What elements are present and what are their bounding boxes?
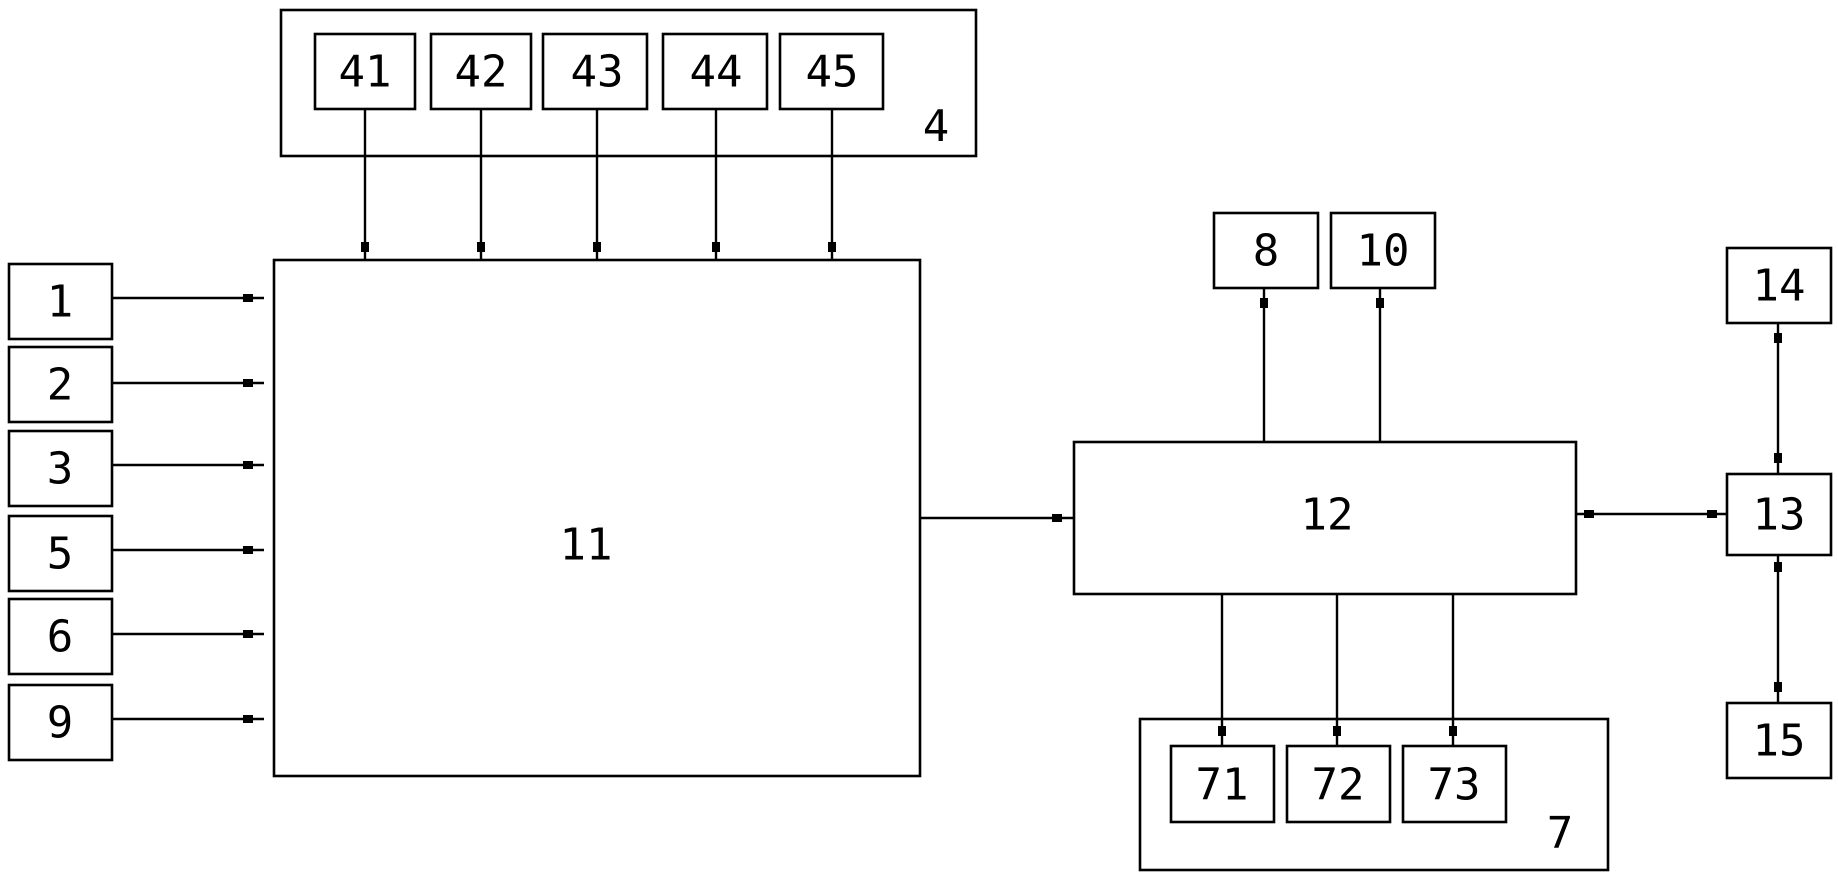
block-13-frame (1725, 472, 1833, 557)
block-45: 45 (778, 32, 885, 111)
block-9-frame (7, 683, 114, 762)
marker (1774, 333, 1782, 343)
block-11-frame (272, 258, 922, 778)
block-12-frame (1072, 440, 1578, 596)
group-7: 7 (1138, 717, 1610, 872)
block-42: 42 (429, 32, 533, 111)
marker (243, 715, 253, 723)
block-11: 11 (272, 258, 922, 778)
block-15-label: 15 (1753, 716, 1806, 767)
block-73: 73 (1401, 744, 1508, 824)
block-45-frame (778, 32, 885, 111)
block-1-frame (7, 262, 114, 341)
group-4: 4 (279, 8, 978, 158)
block-3-label: 3 (47, 444, 74, 495)
block-6-label: 6 (47, 612, 74, 663)
block-3-frame (7, 429, 114, 508)
block-1-label: 1 (47, 277, 74, 328)
block-44-label: 44 (690, 47, 743, 98)
block-42-label: 42 (455, 47, 508, 98)
marker (243, 630, 253, 638)
block-1: 1 (7, 262, 114, 341)
block-44: 44 (661, 32, 769, 111)
block-44-frame (661, 32, 769, 111)
block-41-frame (313, 32, 417, 111)
group-7-frame (1138, 717, 1610, 872)
marker (593, 242, 601, 252)
marker (828, 242, 836, 252)
block-73-label: 73 (1428, 760, 1481, 811)
block-45-label: 45 (806, 47, 859, 98)
block-12-label: 12 (1301, 490, 1354, 541)
block-42-frame (429, 32, 533, 111)
connections (112, 110, 1780, 746)
marker (712, 242, 720, 252)
block-14-label: 14 (1753, 261, 1806, 312)
block-6: 6 (7, 597, 114, 676)
block-5: 5 (7, 514, 114, 593)
block-13: 13 (1725, 472, 1833, 557)
block-72-frame (1285, 744, 1392, 824)
marker (361, 242, 369, 252)
block-8-frame (1212, 211, 1320, 290)
marker (1584, 510, 1594, 518)
group-4-label: 4 (923, 101, 950, 152)
marker (243, 546, 253, 554)
marker (243, 379, 253, 387)
block-72: 72 (1285, 744, 1392, 824)
group-4-frame (279, 8, 978, 158)
block-43-frame (541, 32, 649, 111)
marker (1449, 726, 1457, 736)
marker (243, 294, 253, 302)
block-41-label: 41 (339, 47, 392, 98)
block-8-label: 8 (1253, 226, 1280, 277)
marker (1774, 682, 1782, 692)
block-73-frame (1401, 744, 1508, 824)
block-71: 71 (1169, 744, 1276, 824)
marker (1218, 726, 1226, 736)
block-2-label: 2 (47, 360, 74, 411)
block-2: 2 (7, 345, 114, 424)
marker (477, 242, 485, 252)
block-6-frame (7, 597, 114, 676)
marker (243, 461, 253, 469)
block-10: 10 (1329, 211, 1437, 290)
block-43: 43 (541, 32, 649, 111)
block-10-label: 10 (1357, 226, 1410, 277)
block-11-label: 11 (560, 520, 613, 571)
block-13-label: 13 (1753, 490, 1806, 541)
block-3: 3 (7, 429, 114, 508)
block-41: 41 (313, 32, 417, 111)
block-9-label: 9 (47, 698, 74, 749)
marker (1333, 726, 1341, 736)
block-71-label: 71 (1196, 760, 1249, 811)
block-71-frame (1169, 744, 1276, 824)
marker (1774, 453, 1782, 463)
marker (1707, 510, 1717, 518)
block-72-label: 72 (1312, 760, 1365, 811)
marker (1774, 562, 1782, 572)
block-10-frame (1329, 211, 1437, 290)
block-15-frame (1725, 701, 1833, 780)
group-7-label: 7 (1547, 808, 1574, 859)
block-14-frame (1725, 246, 1833, 325)
block-15: 15 (1725, 701, 1833, 780)
connection-markers (243, 242, 1782, 736)
block-9: 9 (7, 683, 114, 762)
block-14: 14 (1725, 246, 1833, 325)
marker (1052, 514, 1062, 522)
block-8: 8 (1212, 211, 1320, 290)
block-5-label: 5 (47, 529, 74, 580)
block-43-label: 43 (571, 47, 624, 98)
marker (1260, 298, 1268, 308)
block-5-frame (7, 514, 114, 593)
block-2-frame (7, 345, 114, 424)
marker (1376, 298, 1384, 308)
block-12: 12 (1072, 440, 1578, 596)
